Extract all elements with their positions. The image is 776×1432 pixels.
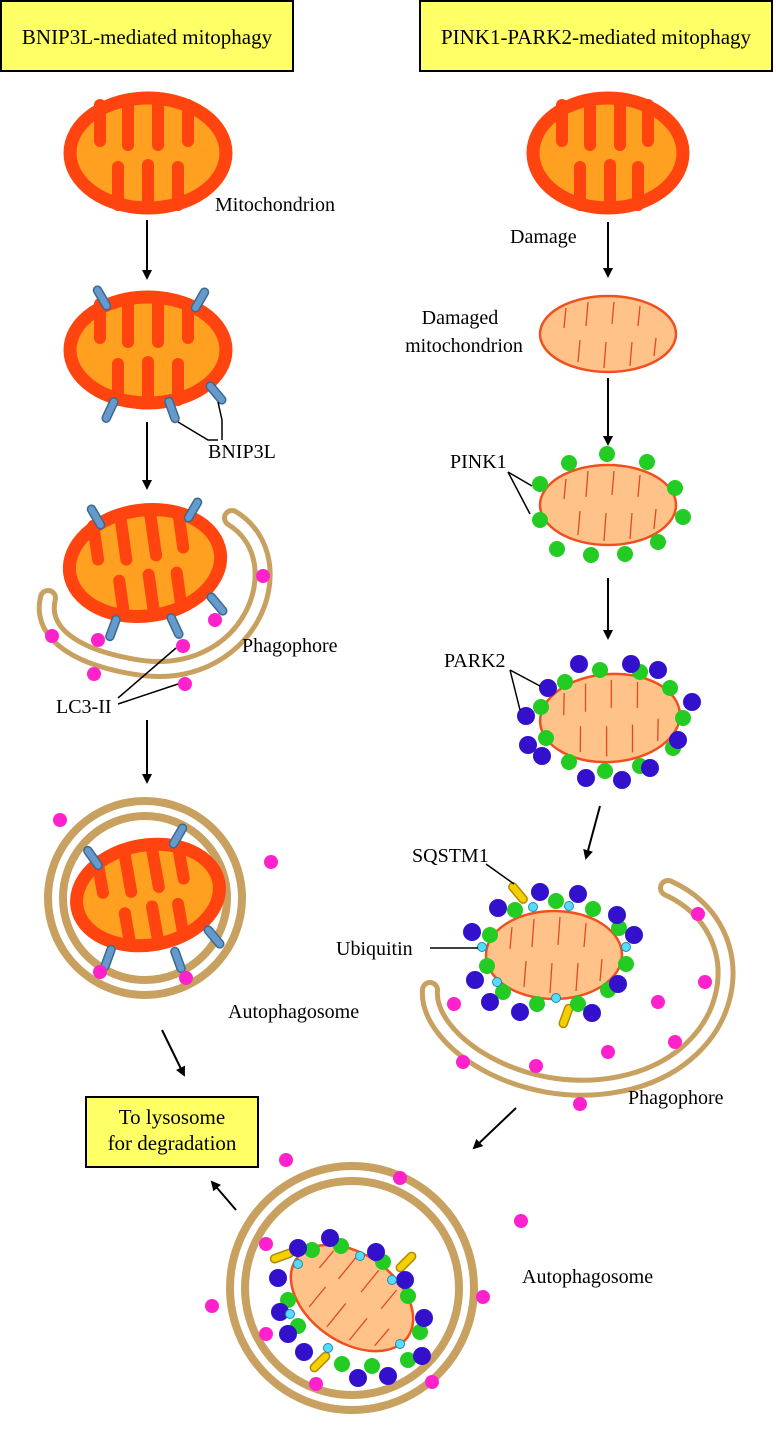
label-autophagosome-right: Autophagosome <box>522 1266 653 1288</box>
title-right-text: PINK1-PARK2-mediated mitophagy <box>441 25 752 49</box>
label-park2: PARK2 <box>444 650 506 672</box>
lysosome-line-2: for degradation <box>108 1131 237 1155</box>
lc3-dots-right-phagophore <box>447 907 712 1111</box>
sqstm1-adaptors-phagophore <box>508 882 574 1029</box>
label-damage: Damage <box>510 226 577 248</box>
bnip3l-leader-line-2 <box>217 401 223 440</box>
park2-green-dots <box>533 662 691 779</box>
mitochondrion-enclosed <box>70 837 226 953</box>
mitochondrion-healthy-left <box>63 91 233 215</box>
label-lc3: LC3-II <box>56 696 112 718</box>
bnip3l-receptors-3 <box>86 497 228 642</box>
arrow-left-4 <box>161 1029 185 1077</box>
label-bnip3l: BNIP3L <box>208 441 276 463</box>
ubiquitin-dots-autophagosome <box>285 1251 405 1353</box>
arrow-to-lysosome <box>210 1180 237 1211</box>
title-left-text: BNIP3L-mediated mitophagy <box>22 25 273 49</box>
pink1-dots <box>532 446 691 563</box>
label-damaged-2: mitochondrion <box>405 335 523 357</box>
autophagosome-left <box>44 797 246 999</box>
mitochondrion-engulfing <box>62 502 228 624</box>
mitochondrion-bnip3l <box>63 290 233 410</box>
mitochondrion-damaged <box>538 294 678 374</box>
mitochondrion-healthy-right <box>526 91 690 215</box>
title-right-box <box>419 0 773 72</box>
sqstm1-leader-line <box>485 863 515 885</box>
lysosome-line-1: To lysosome <box>119 1105 225 1129</box>
label-mitochondrion: Mitochondrion <box>215 194 335 216</box>
final-park2-dots <box>269 1229 433 1387</box>
tagged-green-dots <box>479 893 634 1012</box>
lc3-leader-lines <box>117 647 177 699</box>
pink1-leader-lines <box>507 471 533 487</box>
lc3-dots-right-autophagosome <box>205 1153 528 1391</box>
label-ubiquitin: Ubiquitin <box>336 938 413 960</box>
label-pink1: PINK1 <box>450 451 507 473</box>
arrow-right-5 <box>472 1107 517 1150</box>
label-phagophore-right: Phagophore <box>628 1087 724 1109</box>
title-left: BNIP3L-mediated mitophagy <box>0 0 294 72</box>
mitochondrion-final <box>289 1243 415 1353</box>
autophagosome-right <box>226 1162 478 1414</box>
park2-dots <box>517 655 701 789</box>
arrow-right-4 <box>583 805 601 860</box>
bnip3l-leader-line <box>177 421 218 441</box>
title-left-box <box>0 0 294 72</box>
lc3-dots-left-phagophore <box>45 569 270 691</box>
label-autophagosome-left: Autophagosome <box>228 1001 359 1023</box>
title-right: PINK1-PARK2-mediated mitophagy <box>419 0 773 72</box>
label-sqstm1: SQSTM1 <box>412 845 489 867</box>
park2-leader-lines <box>509 669 541 687</box>
bnip3l-receptors-2 <box>92 285 227 424</box>
lysosome-box: To lysosome for degradation <box>85 1096 259 1168</box>
ubiquitin-dots-phagophore <box>477 901 631 1003</box>
label-damaged-1: Damaged <box>422 307 499 329</box>
lc3-dots-left-autophagosome <box>53 813 278 985</box>
mitochondrion-tagged <box>484 909 624 1001</box>
label-phagophore-left: Phagophore <box>242 635 338 657</box>
mitochondrion-pink1 <box>538 463 678 547</box>
tagged-park2-dots <box>463 883 643 1022</box>
